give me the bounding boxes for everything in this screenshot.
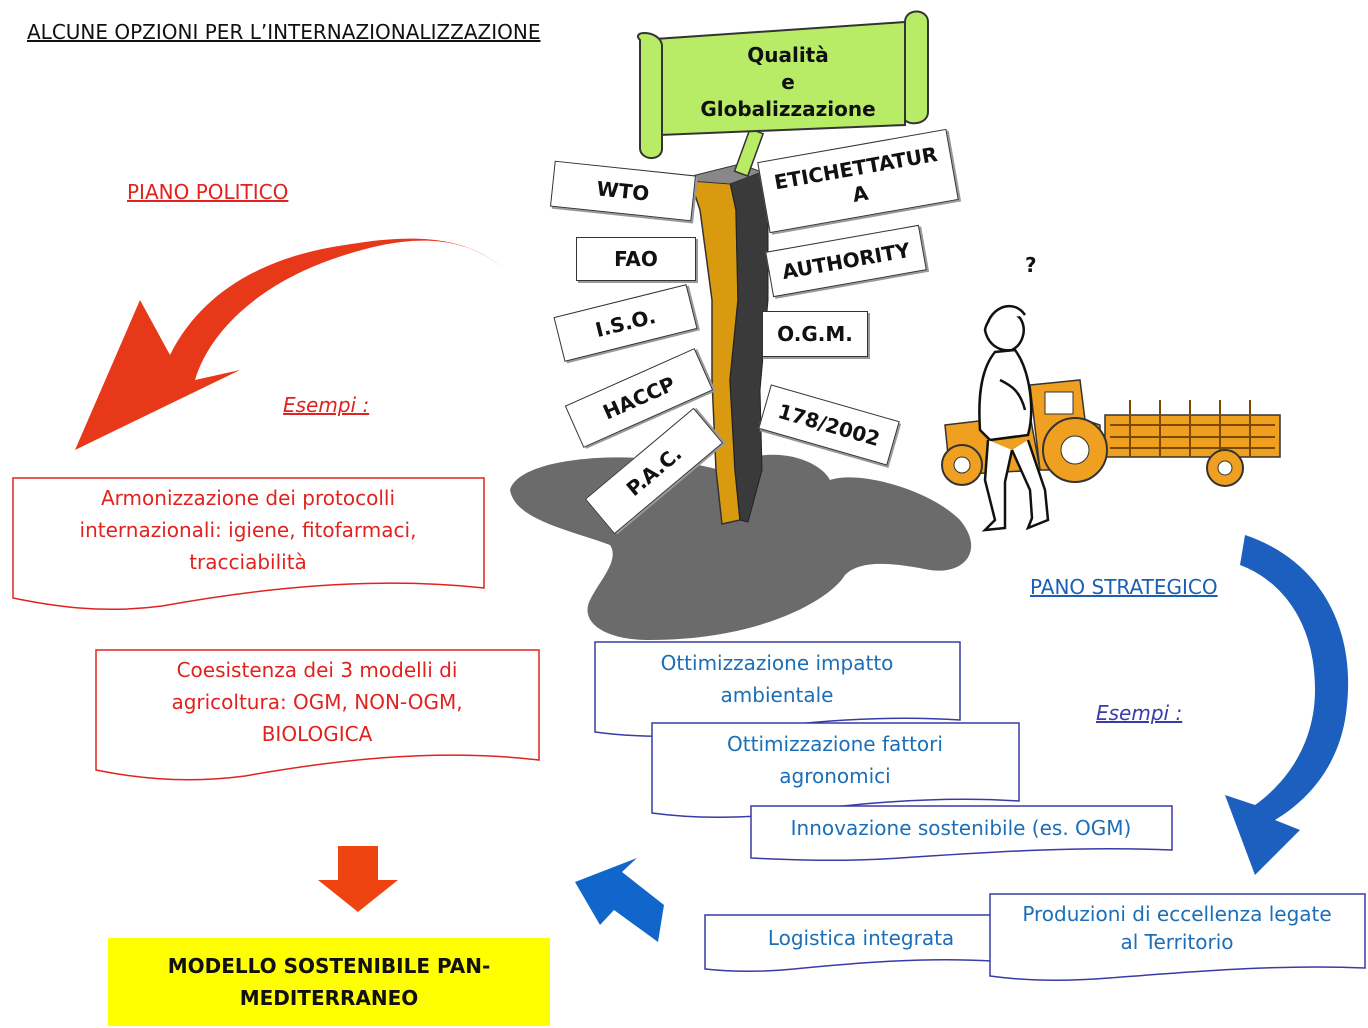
political-box-1: Armonizzazione dei protocolli internazio…	[12, 480, 484, 580]
political-box-1-line-2: internazionali: igiene, fitofarmaci,	[79, 518, 417, 542]
strategic-box-4: Logistica integrata	[767, 926, 955, 950]
tractor-graphic	[941, 379, 1281, 487]
political-box-2-frame	[95, 649, 540, 781]
scroll-title: Qualità e Globalizzazione	[688, 42, 888, 123]
strategic-box-3-frame	[750, 805, 1173, 862]
strategic-box-3: Innovazione sostenibile (es. OGM)	[790, 816, 1132, 840]
political-box-2-line-1: Coesistenza dei 3 modelli di	[176, 658, 458, 682]
red-down-arrow	[318, 846, 398, 912]
result-line-2: MEDITERRANEO	[239, 986, 419, 1010]
sign-fao: FAO	[576, 237, 696, 281]
political-box-1-frame	[12, 477, 485, 611]
strategic-box-5-frame	[989, 893, 1366, 981]
page-title: ALCUNE OPZIONI PER L’INTERNAZIONALIZZAZI…	[27, 20, 541, 44]
political-box-2-line-2: agricoltura: OGM, NON-OGM,	[171, 690, 463, 714]
farmer-graphic	[978, 304, 1050, 532]
strategic-box-1: Ottimizzazione impatto ambientale	[594, 644, 960, 714]
political-box-1-line-1: Armonizzazione dei protocolli	[101, 486, 395, 510]
political-box-2-line-3: BIOLOGICA	[261, 722, 373, 746]
strategic-box-5-line-2: al Territorio	[1120, 930, 1234, 954]
scroll-line-2: e	[781, 70, 795, 94]
strategic-box-2: Ottimizzazione fattori agronomici	[651, 725, 1019, 795]
political-curved-arrow	[75, 238, 505, 450]
political-heading: PIANO POLITICO	[127, 180, 289, 204]
scroll-graphic	[636, 10, 929, 177]
strategic-box-5: Produzioni di eccellenza legate al Terri…	[989, 896, 1365, 960]
strategic-box-5-line-1: Produzioni di eccellenza legate	[1022, 902, 1332, 926]
strategic-heading: PANO STRATEGICO	[1030, 575, 1218, 599]
result-box: MODELLO SOSTENIBILE PAN- MEDITERRANEO	[108, 938, 550, 1026]
political-examples-label: Esempi :	[283, 393, 370, 417]
political-box-1-line-3: tracciabilità	[189, 550, 307, 574]
strategic-box-2-line-1: Ottimizzazione fattori	[727, 732, 943, 756]
result-line-1: MODELLO SOSTENIBILE PAN-	[167, 954, 491, 978]
sign-etichettatura-line-2: A	[850, 180, 870, 207]
strategic-box-2-line-2: agronomici	[779, 764, 891, 788]
political-box-2: Coesistenza dei 3 modelli di agricoltura…	[95, 652, 539, 752]
strategic-curved-arrow	[1225, 535, 1349, 875]
scroll-line-1: Qualità	[747, 43, 829, 67]
strategic-examples-label: Esempi :	[1096, 701, 1183, 725]
sign-ogm: O.G.M.	[762, 311, 868, 357]
strategic-box-1-line-1: Ottimizzazione impatto	[660, 651, 894, 675]
question-mark: ?	[1025, 253, 1037, 277]
scroll-line-3: Globalizzazione	[700, 97, 876, 121]
blue-block-arrow	[575, 858, 664, 942]
strategic-box-4-frame	[704, 914, 993, 973]
strategic-box-1-line-2: ambientale	[720, 683, 834, 707]
